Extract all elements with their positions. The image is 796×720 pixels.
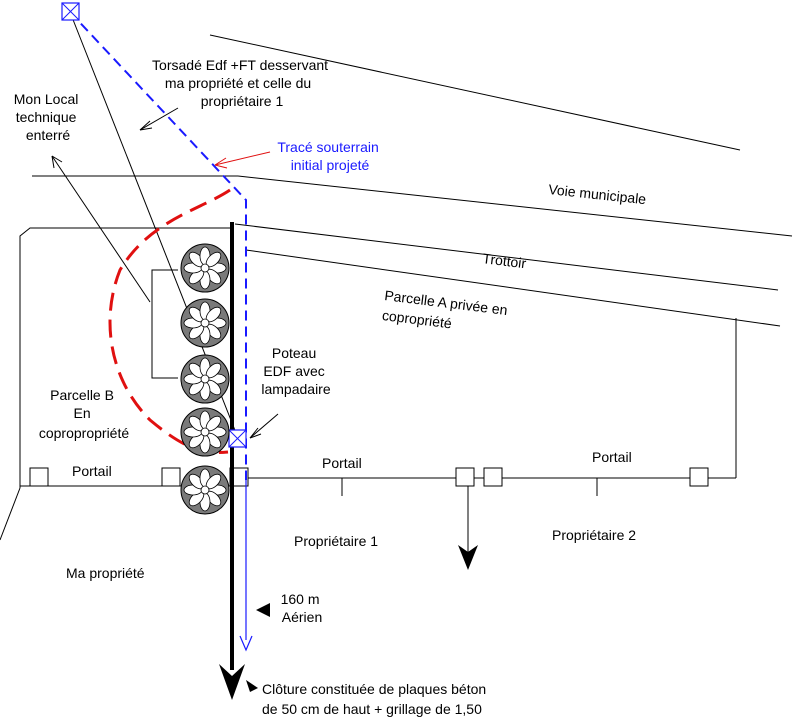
pointer-torsade: [139, 107, 179, 131]
parcel-a-top-edge: [245, 249, 781, 327]
label-cloture: Clôture constituée de plaques béton de 5…: [262, 681, 490, 717]
parcel-b-outline: [19, 227, 230, 488]
label-local-technique: Mon Local technique enterré: [14, 91, 82, 143]
road-edge-top: [209, 34, 741, 151]
label-torsade: Torsadé Edf +FT desservant ma propriété …: [152, 57, 332, 109]
label-proprietaire-2: Propriétaire 2: [552, 527, 636, 543]
tree-top-view-icon: [180, 354, 230, 404]
left-diagonal-edge: [0, 487, 21, 541]
pointer-torsade-head: [139, 120, 153, 131]
label-trottoir: Trottoir: [482, 250, 528, 271]
label-proprietaire-1: Propriétaire 1: [294, 533, 378, 549]
label-aerien: 160 m Aérien: [281, 591, 324, 625]
blue-arrow-head: [239, 635, 253, 652]
underground-trace-blue-dashed: [69, 11, 247, 480]
tree-top-view-icon: [180, 465, 230, 515]
pointer-poteau: [249, 413, 279, 439]
label-ma-propriete: Ma propriété: [66, 565, 145, 581]
pointer-local: [51, 155, 151, 303]
label-poteau-edf: Poteau EDF avec lampadaire: [261, 345, 330, 397]
tree-trunk: [200, 263, 210, 273]
tree-top-view-icon: [180, 298, 230, 348]
label-parcelle-a: Parcelle A privée en copropriété: [381, 287, 512, 338]
pointer-trace-head: [214, 157, 228, 169]
top-pole-icon: [61, 2, 80, 21]
tree-trunk: [200, 485, 210, 495]
gate-post: [455, 467, 475, 487]
label-portail-right: Portail: [592, 449, 632, 465]
pointer-trace: [214, 151, 271, 166]
fence-arrow-head: [219, 664, 245, 700]
label-parcelle-b: Parcelle B En copropropriété: [39, 387, 129, 441]
tree-trunk: [200, 374, 210, 384]
label-trace-souterrain: Tracé souterrain initial projeté: [277, 139, 382, 173]
owner1-arrow-head: [458, 545, 478, 570]
tree-trunk: [200, 318, 210, 328]
tree-top-view-icon: [180, 243, 230, 293]
edf-pole-icon: [228, 429, 247, 448]
gate-post: [483, 467, 503, 487]
pointer-aerien-arrow: [256, 603, 270, 617]
label-portail-left: Portail: [72, 463, 112, 479]
tree-row: [180, 243, 230, 515]
gate-post: [161, 467, 181, 487]
gate-post: [29, 467, 49, 487]
label-portail-mid: Portail: [322, 455, 362, 471]
local-technique-bracket: [151, 269, 178, 379]
road-edge-middle-slope: [237, 175, 793, 237]
pointer-cloture-arrow: [246, 680, 258, 692]
tree-trunk: [200, 427, 210, 437]
gate-post: [689, 467, 709, 487]
label-voie-municipale: Voie municipale: [548, 181, 647, 207]
pointer-local-head: [51, 155, 63, 169]
initial-trace-red-dashed: [108, 188, 231, 455]
tree-top-view-icon: [180, 407, 230, 457]
sidewalk-edge: [234, 223, 779, 291]
pointer-poteau-head: [249, 427, 262, 439]
